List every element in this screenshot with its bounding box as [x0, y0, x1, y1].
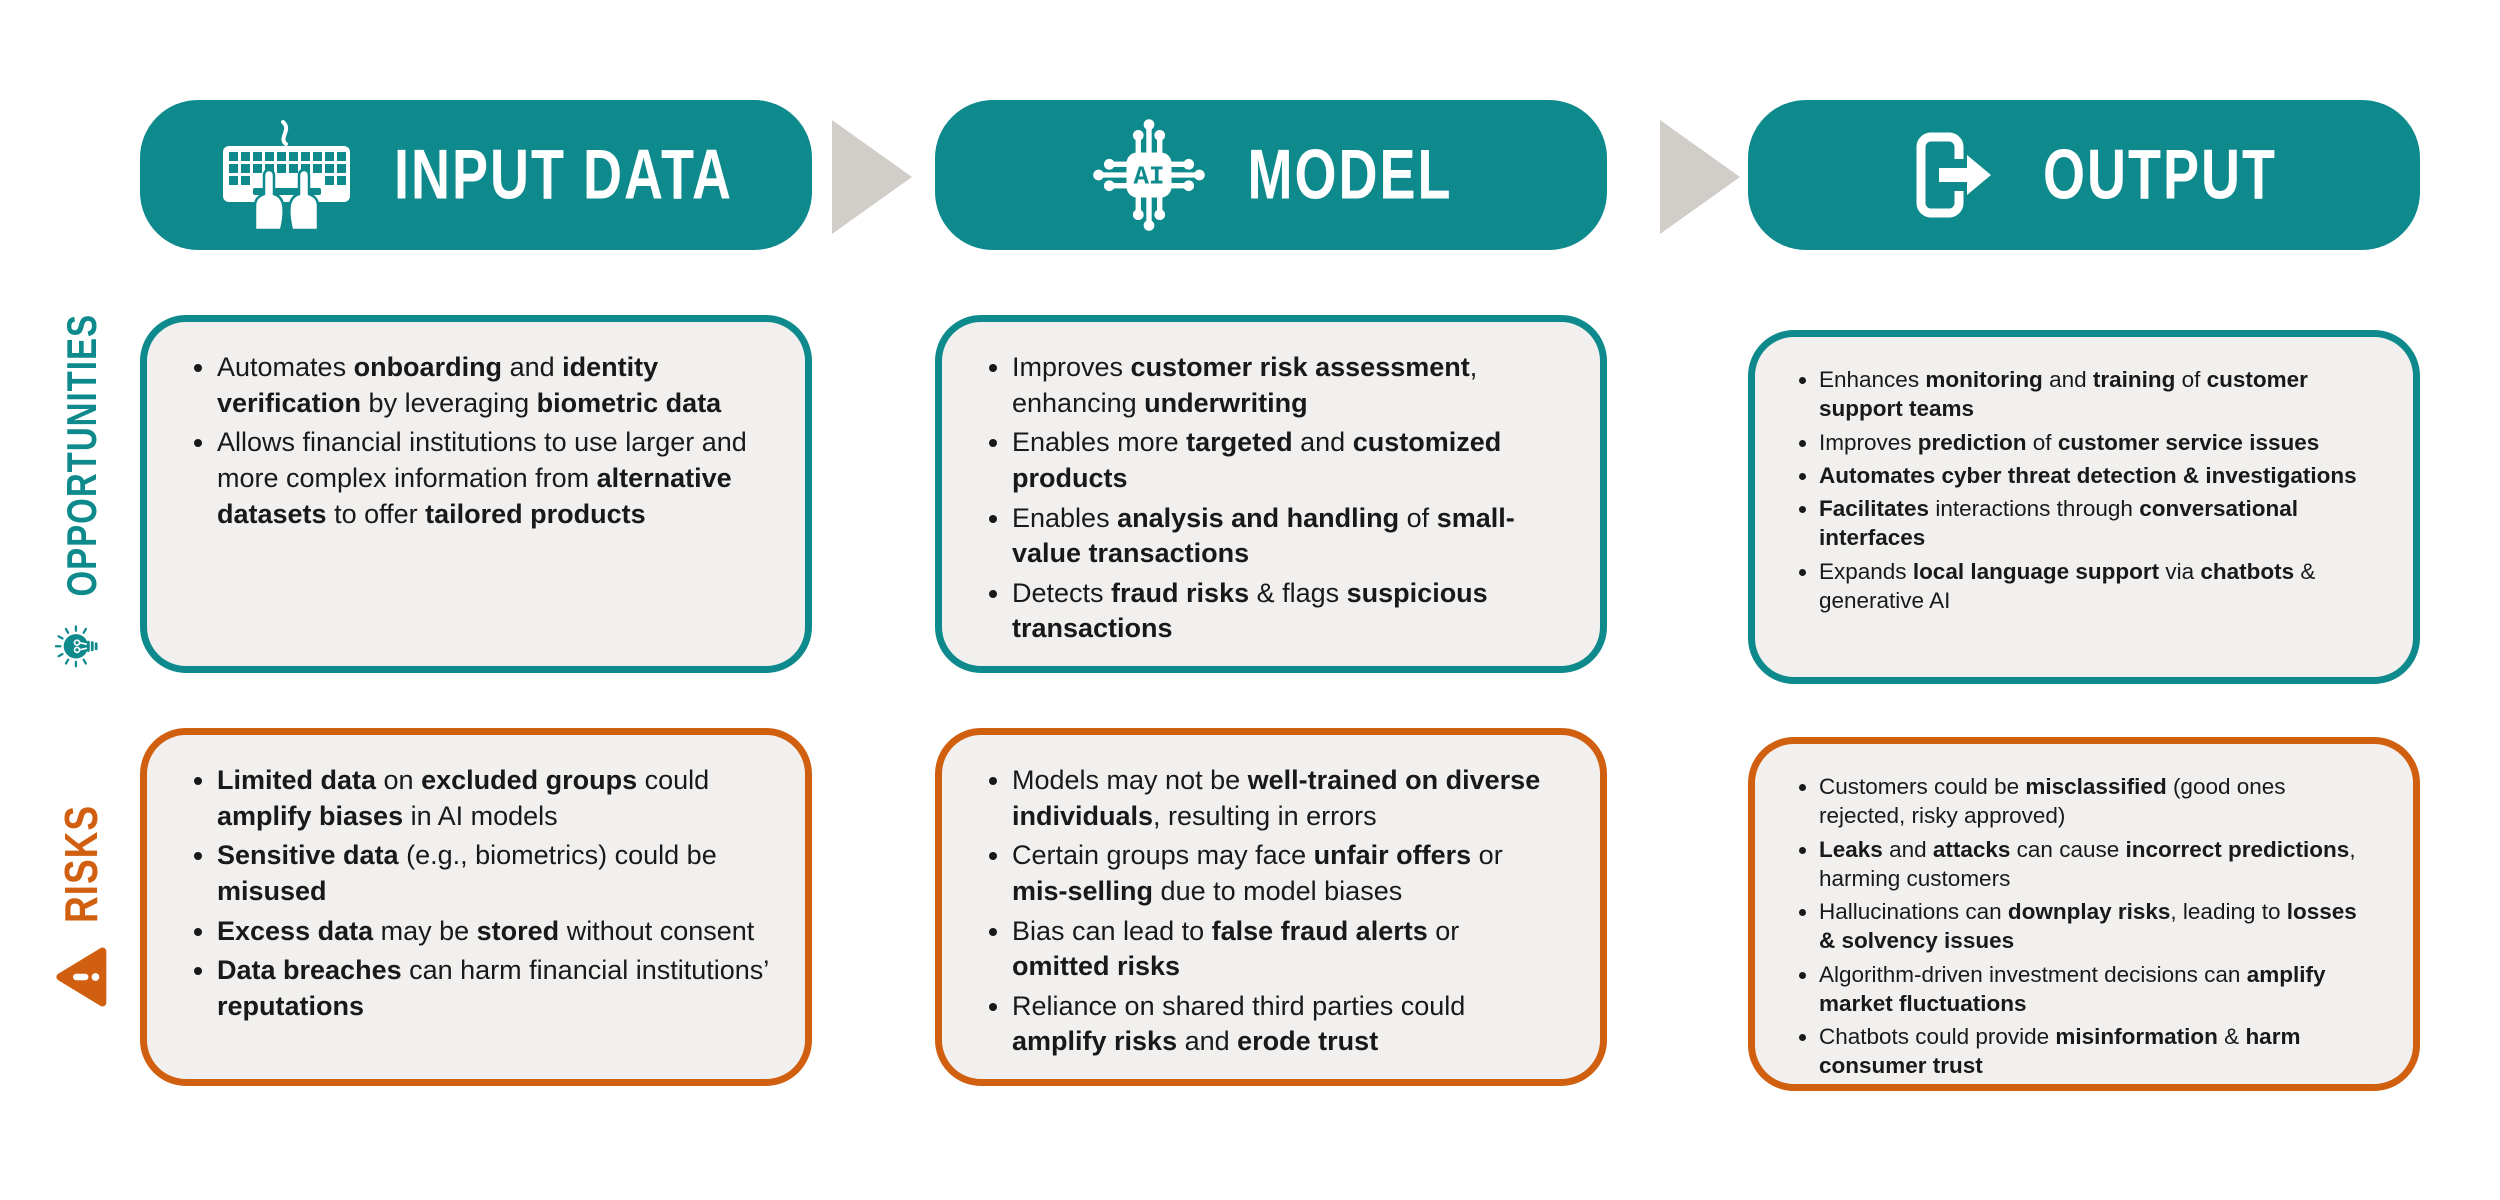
bullet-item: Enables more targeted and customized pro…	[1012, 425, 1564, 496]
bullet-item: Enables analysis and handling of small-v…	[1012, 501, 1564, 572]
bullet-item: Detects fraud risks & flags suspicious t…	[1012, 576, 1564, 647]
bullet-item: Reliance on shared third parties could a…	[1012, 989, 1564, 1060]
bullet-item: Improves customer risk assessment, enhan…	[1012, 350, 1564, 421]
cell-risks-input-data: Limited data on excluded groups could am…	[140, 728, 812, 1086]
bullet-item: Data breaches can harm financial institu…	[217, 953, 769, 1024]
bullet-item: Chatbots could provide misinformation & …	[1819, 1022, 2377, 1081]
flow-arrow-input-to-model	[832, 120, 912, 234]
bullet-item: Sensitive data (e.g., biometrics) could …	[217, 838, 769, 909]
header-label-output: OUTPUT	[2043, 136, 2277, 214]
header-label-input-data: INPUT DATA	[394, 136, 733, 214]
bullet-item: Customers could be misclassified (good o…	[1819, 772, 2377, 831]
cell-opportunities-model: Improves customer risk assessment, enhan…	[935, 315, 1607, 673]
bullet-list-opportunities-output: Enhances monitoring and training of cust…	[1783, 365, 2377, 615]
bullet-item: Bias can lead to false fraud alerts or o…	[1012, 914, 1564, 985]
row-label-text-opportunities: OPPORTUNITIES	[58, 314, 105, 597]
header-label-model: MODEL	[1247, 136, 1453, 214]
ai-chip-icon: AI	[1092, 119, 1205, 231]
cell-risks-output: Customers could be misclassified (good o…	[1748, 737, 2420, 1091]
bullet-list-risks-output: Customers could be misclassified (good o…	[1783, 772, 2377, 1081]
lightbulb-icon	[54, 625, 98, 668]
bullet-item: Improves prediction of customer service …	[1819, 428, 2377, 457]
bullet-item: Models may not be well-trained on divers…	[1012, 763, 1564, 834]
bullet-item: Algorithm-driven investment decisions ca…	[1819, 960, 2377, 1019]
svg-text:AI: AI	[1133, 163, 1164, 192]
row-label-risks: RISKS	[32, 727, 132, 1087]
bullet-item: Enhances monitoring and training of cust…	[1819, 365, 2377, 424]
export-icon	[1916, 132, 1991, 218]
bullet-item: Excess data may be stored without consen…	[217, 914, 769, 950]
bullet-item: Hallucinations can downplay risks, leadi…	[1819, 897, 2377, 956]
cell-risks-model: Models may not be well-trained on divers…	[935, 728, 1607, 1086]
cell-opportunities-input-data: Automates onboarding and identity verifi…	[140, 315, 812, 673]
bullet-list-risks-input-data: Limited data on excluded groups could am…	[175, 763, 769, 1024]
bullet-list-risks-model: Models may not be well-trained on divers…	[970, 763, 1564, 1060]
bullet-item: Certain groups may face unfair offers or…	[1012, 838, 1564, 909]
header-input-data: INPUT DATA	[140, 100, 812, 250]
bullet-list-opportunities-model: Improves customer risk assessment, enhan…	[970, 350, 1564, 647]
header-model: AI MODEL	[935, 100, 1607, 250]
keyboard-icon	[223, 119, 351, 231]
cell-opportunities-output: Enhances monitoring and training of cust…	[1748, 330, 2420, 684]
bullet-item: Leaks and attacks can cause incorrect pr…	[1819, 835, 2377, 894]
header-output: OUTPUT	[1748, 100, 2420, 250]
bullet-item: Expands local language support via chatb…	[1819, 557, 2377, 616]
row-label-opportunities: OPPORTUNITIES	[32, 314, 132, 674]
bullet-item: Facilitates interactions through convers…	[1819, 494, 2377, 553]
bullet-item: Automates cyber threat detection & inves…	[1819, 461, 2377, 490]
bullet-item: Allows financial institutions to use lar…	[217, 425, 769, 532]
bullet-item: Limited data on excluded groups could am…	[217, 763, 769, 834]
bullet-item: Automates onboarding and identity verifi…	[217, 350, 769, 421]
bullet-list-opportunities-input-data: Automates onboarding and identity verifi…	[175, 350, 769, 532]
warning-icon	[56, 947, 107, 1007]
row-label-text-risks: RISKS	[55, 804, 107, 924]
flow-arrow-model-to-output	[1660, 120, 1740, 234]
